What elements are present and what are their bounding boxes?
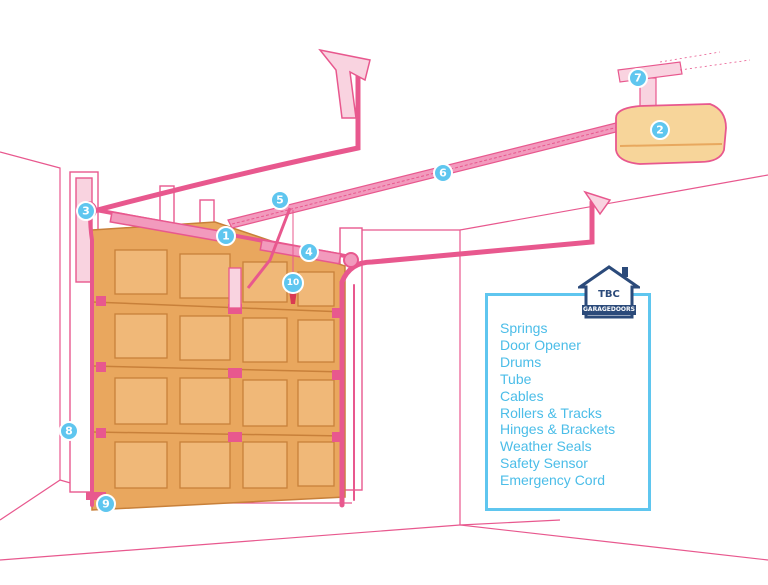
opener-rail (227, 119, 633, 304)
legend-item-safety-sensor: Safety Sensor (500, 455, 588, 472)
track-brackets (318, 48, 612, 216)
marker-2-label: 2 (656, 124, 664, 137)
legend-item-cables: Cables (500, 387, 544, 404)
marker-5-label: 5 (276, 194, 284, 207)
marker-4-label: 4 (305, 246, 313, 259)
bottom-weather-seal (86, 492, 106, 500)
marker-1-label: 1 (222, 230, 230, 243)
marker-3-label: 3 (82, 205, 90, 218)
marker-7: 7 (628, 68, 648, 88)
marker-9: 9 (96, 494, 116, 514)
door-section-lines (91, 301, 346, 437)
marker-7-label: 7 (634, 72, 642, 85)
logo-text-bottom: GARAGEDOORS (582, 305, 636, 315)
logo-text-top: TBC (598, 289, 620, 300)
legend-item-hinges-brackets: Hinges & Brackets (500, 421, 616, 438)
marker-6-label: 6 (439, 167, 447, 180)
garage-door (86, 221, 346, 511)
tbc-logo: TBC GARAGEDOORS (578, 263, 640, 323)
marker-10: 10 (282, 272, 304, 294)
legend-list: Springs Door Opener Drums Tube Cables Ro… (500, 320, 615, 489)
marker-1: 1 (216, 226, 236, 246)
marker-8-label: 8 (65, 425, 73, 438)
legend-box: Springs Door Opener Drums Tube Cables Ro… (485, 293, 651, 511)
marker-6: 6 (433, 163, 453, 183)
opener-motor (615, 51, 751, 165)
door-hinges (96, 296, 342, 442)
marker-9-label: 9 (102, 498, 110, 511)
legend-item-rollers-tracks: Rollers & Tracks (500, 404, 602, 421)
legend-item-weather-seals: Weather Seals (500, 438, 592, 455)
marker-2: 2 (650, 120, 670, 140)
marker-3: 3 (76, 201, 96, 221)
house-icon (578, 265, 640, 319)
door-panels (114, 249, 335, 489)
marker-8: 8 (59, 421, 79, 441)
marker-10-label: 10 (287, 278, 300, 288)
marker-5: 5 (270, 190, 290, 210)
marker-4: 4 (299, 242, 319, 262)
door-bracket (228, 267, 242, 309)
legend-item-door-opener: Door Opener (500, 336, 581, 353)
legend-item-tube: Tube (500, 370, 532, 387)
legend-item-springs: Springs (500, 320, 548, 336)
legend-item-emergency-cord: Emergency Cord (500, 472, 606, 489)
legend-item-drums: Drums (500, 353, 542, 370)
